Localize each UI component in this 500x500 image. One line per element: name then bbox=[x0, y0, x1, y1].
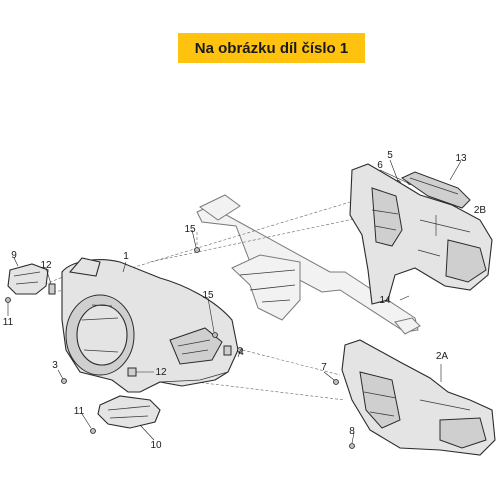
banner-text: Na obrázku díl číslo 1 bbox=[194, 39, 349, 57]
headset-cover-part-1 bbox=[61, 257, 239, 393]
label-part-9: 9 bbox=[11, 250, 17, 261]
label-part-1: 1 bbox=[123, 251, 129, 262]
part-labels: 1 2A 2B 3 4 5 6 7 8 9 10 11 11 12 12 13 … bbox=[3, 150, 487, 451]
small-cover-part-9 bbox=[7, 263, 49, 295]
label-part-4: 4 bbox=[238, 347, 244, 358]
label-part-7: 7 bbox=[321, 362, 327, 373]
label-part-8: 8 bbox=[349, 426, 355, 437]
part-number-banner: Na obrázku díl číslo 1 bbox=[178, 33, 365, 63]
leader-lines bbox=[7, 159, 462, 444]
label-part-6: 6 bbox=[377, 160, 383, 171]
handlebar bbox=[196, 194, 421, 335]
label-part-11-lower: 11 bbox=[74, 406, 85, 417]
label-part-3: 3 bbox=[52, 360, 58, 371]
small-cover-part-10 bbox=[97, 395, 161, 429]
label-part-5: 5 bbox=[387, 150, 393, 161]
label-part-2A: 2A bbox=[436, 351, 449, 362]
trim-strip-part-13 bbox=[400, 171, 471, 209]
label-part-2B: 2B bbox=[474, 205, 487, 216]
label-part-13: 13 bbox=[455, 153, 467, 164]
label-part-15-upper: 15 bbox=[184, 224, 196, 235]
label-part-12-upper: 12 bbox=[40, 260, 52, 271]
label-part-10: 10 bbox=[150, 440, 162, 451]
rear-cover-part-2A bbox=[341, 339, 496, 456]
label-part-14: 14 bbox=[379, 295, 391, 306]
label-part-11-upper: 11 bbox=[3, 317, 14, 328]
label-part-15-lower: 15 bbox=[202, 290, 214, 301]
rear-cover-part-2B bbox=[349, 163, 493, 305]
label-part-12-lower: 12 bbox=[155, 367, 167, 378]
clip-part-12 bbox=[48, 283, 232, 377]
